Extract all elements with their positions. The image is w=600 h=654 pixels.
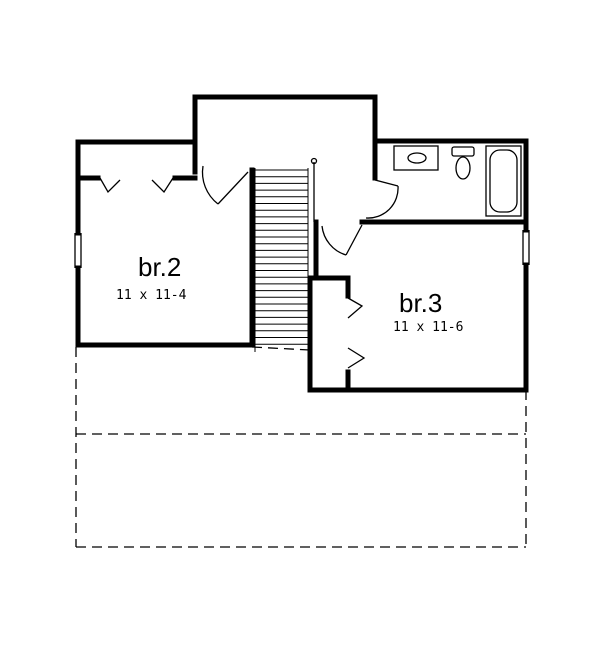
- toilet-bowl: [455, 156, 471, 180]
- dashed-outline: [75, 346, 527, 548]
- bath-door-swing: [365, 185, 399, 219]
- br2-door-swing: [201, 165, 219, 205]
- bath-door-leaf: [374, 179, 399, 187]
- br3-name: br.3: [399, 288, 442, 318]
- bathtub: [485, 145, 522, 217]
- br3-closet-door-bottom: [347, 347, 366, 369]
- toilet-tank: [451, 146, 475, 157]
- br2-closet-door-left: [99, 177, 121, 194]
- br3-door-swing: [321, 225, 347, 256]
- br3-closet-door-top: [347, 297, 364, 319]
- br2-name: br.2: [138, 252, 181, 282]
- bathtub-inner: [489, 149, 518, 213]
- br2-closet-door-right: [151, 177, 174, 194]
- br3-door-leaf: [345, 224, 363, 256]
- br2-door-leaf: [217, 171, 249, 205]
- sink: [407, 152, 427, 164]
- thin-lines: [74, 145, 530, 369]
- stairs: [255, 169, 308, 345]
- vanity: [393, 145, 439, 171]
- br3-dimensions: 11 x 11-6: [393, 320, 463, 335]
- br2-dimensions: 11 x 11-4: [116, 288, 187, 303]
- walls: [75, 94, 529, 393]
